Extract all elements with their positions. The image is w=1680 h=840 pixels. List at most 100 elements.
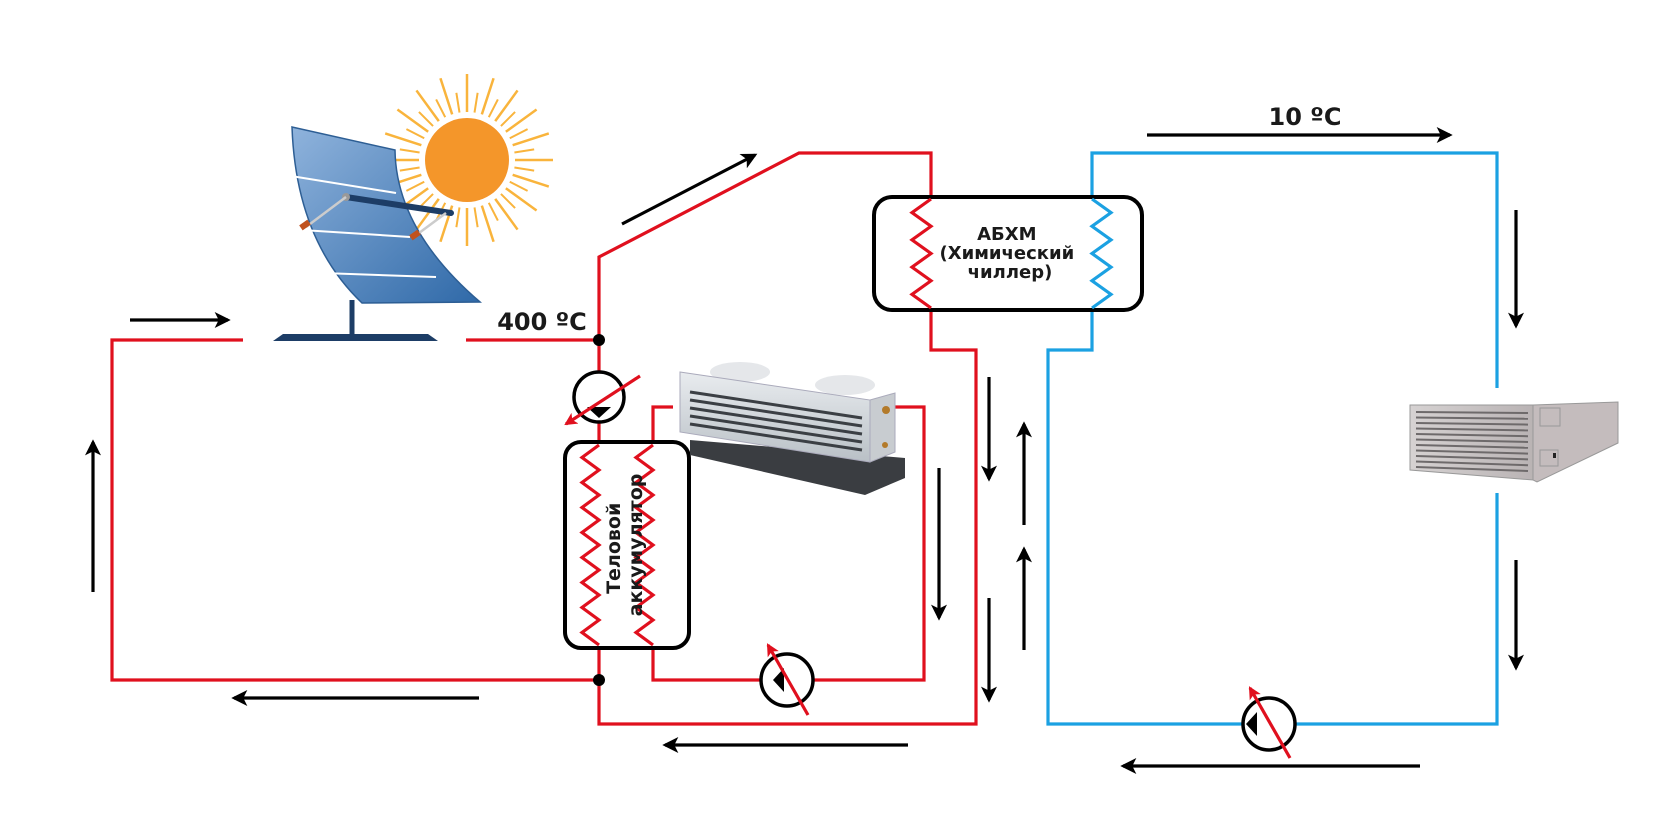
collector-base (273, 334, 438, 341)
svg-text:АБХМ (Химический ч: АБХМ (Химический чиллер) (940, 224, 1081, 283)
sun-ray (405, 180, 425, 192)
grille-slat (1415, 449, 1529, 455)
sun-ray (405, 128, 425, 140)
pump-icon[interactable] (1241, 686, 1297, 759)
hot-temperature-label: 400 ºC (497, 308, 587, 336)
panel-seam (301, 229, 411, 238)
indoor-unit-panel (1539, 449, 1559, 467)
fancoil-side (869, 392, 896, 463)
accumulator-label-line2: аккумулятор (625, 474, 647, 617)
solar-collector-icon (273, 126, 483, 341)
pipe-fancoil-return (651, 645, 761, 682)
fan-coil-icon (679, 362, 905, 495)
sun-ray (473, 207, 479, 228)
pump-icon[interactable] (759, 643, 815, 716)
fancoil-fin (689, 390, 863, 420)
sun-ray (396, 108, 429, 133)
cold-temperature-label: 10 ºC (1269, 103, 1342, 131)
sun-ray (505, 108, 538, 133)
sun-ray (509, 180, 529, 192)
chiller-box (872, 195, 1144, 312)
sun-ray (384, 132, 422, 147)
adjustable-arrow-icon (564, 374, 641, 426)
chiller-label-line2: (Химический (940, 243, 1075, 264)
fancoil-fin (689, 406, 863, 436)
pump-icon[interactable] (564, 370, 641, 426)
sun-ray (473, 92, 479, 113)
sun-ray (500, 111, 516, 127)
fancoil-fan-housing (710, 362, 770, 382)
pipe-from-chiller (597, 309, 978, 726)
sun-ray (487, 202, 499, 222)
sun-ray (455, 92, 461, 113)
sun-icon (381, 74, 553, 246)
sun-ray (399, 148, 420, 154)
sun-ray (512, 173, 550, 188)
grille-slat (1415, 422, 1529, 426)
cold-loop (1046, 151, 1499, 726)
accumulator-coil-right (633, 443, 656, 647)
panel-seam (321, 272, 437, 278)
heat-accumulator: Теловой аккумулятор (563, 440, 691, 650)
sun-ray (480, 77, 495, 115)
flow-arrow-diagonal (621, 153, 758, 226)
fancoil-fin (689, 398, 863, 428)
indoor-unit-panel (1539, 407, 1561, 427)
grille-slat (1415, 427, 1529, 432)
sun-ray (505, 187, 538, 212)
sun-ray (509, 128, 529, 140)
arm-bracket (299, 219, 311, 231)
sun-ray (512, 132, 550, 147)
arm-bracket (409, 229, 421, 241)
accumulator-coil-left (579, 443, 602, 647)
chiller-label-line1: АБХМ (977, 224, 1036, 245)
junction-dot (593, 674, 605, 686)
adjustable-arrow-icon (1248, 686, 1292, 759)
chiller-coil-cold (1089, 197, 1114, 310)
sun-ray (418, 111, 434, 127)
indoor-unit-side (1532, 401, 1619, 483)
grille-slat (1415, 438, 1529, 443)
fancoil-fin (689, 422, 863, 452)
grille-slat (1415, 444, 1529, 449)
support-arm (305, 196, 347, 228)
indoor-unit-switch (1553, 453, 1556, 458)
sun-ray (514, 166, 535, 172)
sun-ray (494, 198, 519, 231)
sun-ray (415, 198, 440, 231)
pipe-chilled-return-2 (1046, 309, 1243, 726)
pipe-fancoil-out (814, 405, 926, 682)
sun-disc (425, 118, 509, 202)
sun-ray (500, 193, 516, 209)
pipe-chilled-return (1295, 493, 1499, 726)
indoor-unit-icon (1409, 401, 1619, 483)
support-arm (414, 211, 447, 238)
sun-ray (480, 205, 495, 243)
grille-slat (1415, 466, 1529, 472)
pump-direction-icon (587, 407, 611, 418)
sun-ray (415, 89, 440, 122)
sun-ray (435, 98, 447, 118)
sun-ray (399, 166, 420, 172)
sun-ray (455, 207, 461, 228)
sun-ray (487, 98, 499, 118)
pump-direction-icon (773, 668, 784, 692)
fancoil-valve (882, 406, 890, 414)
adjustable-arrow-icon (766, 643, 810, 716)
pump-direction-icon (1246, 712, 1257, 736)
receiver-tube (343, 194, 454, 216)
pipe-to-chiller (597, 151, 933, 340)
fancoil-fin (689, 414, 863, 444)
grille-slat (1415, 460, 1529, 467)
grille-slat (1415, 433, 1529, 438)
pipe-collector-return (110, 338, 599, 682)
collector-panel (291, 126, 483, 304)
sun-ray (514, 148, 535, 154)
pipe-fancoil-in (651, 405, 673, 445)
grille-slat (1415, 455, 1529, 461)
sun-ray (494, 89, 519, 122)
fancoil-fan-housing (815, 375, 875, 395)
chiller-coil-hot (909, 197, 934, 310)
fancoil-valve (882, 442, 888, 448)
